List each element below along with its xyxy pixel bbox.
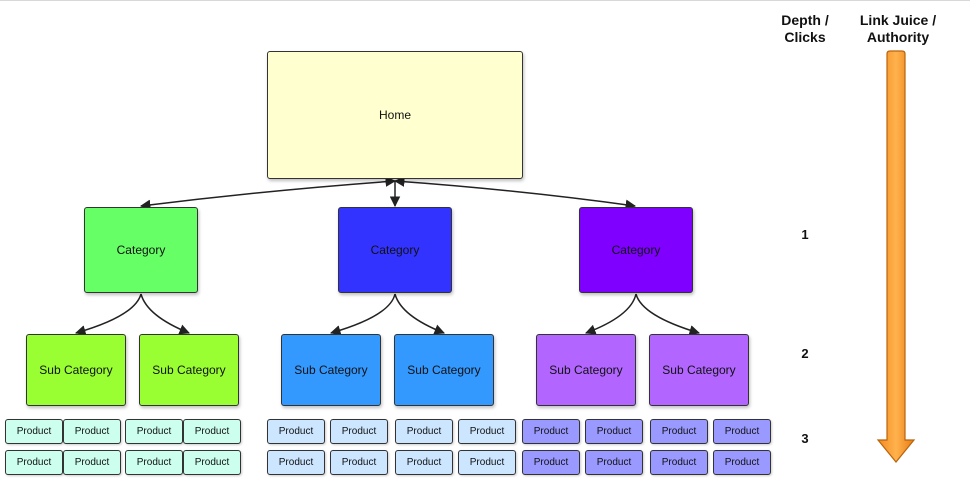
product-node: Product (125, 450, 183, 475)
product-node: Product (650, 450, 708, 475)
subcategory-node-1b: Sub Category (139, 334, 239, 406)
subcategory-node-3b: Sub Category (649, 334, 749, 406)
product-node: Product (458, 419, 516, 444)
subcategory-node-2a: Sub Category (281, 334, 381, 406)
product-node: Product (183, 450, 241, 475)
depth-level-1: 1 (801, 227, 809, 242)
connector-cat1-sub2 (140, 293, 190, 335)
category-node-2: Category (338, 207, 452, 293)
connector-home-cat1 (139, 176, 397, 211)
link-juice-down-arrow-icon (876, 50, 916, 463)
product-node: Product (5, 450, 63, 475)
product-node: Product (5, 419, 63, 444)
top-divider (0, 0, 970, 1)
product-node: Product (125, 419, 183, 444)
product-node: Product (63, 450, 121, 475)
connector-home-cat3 (393, 176, 637, 210)
product-node: Product (522, 450, 580, 475)
category-node-3: Category (579, 207, 693, 293)
product-node: Product (63, 419, 121, 444)
depth-level-2: 2 (801, 346, 809, 361)
subcategory-node-1a: Sub Category (26, 334, 126, 406)
product-node: Product (585, 419, 643, 444)
product-node: Product (713, 419, 771, 444)
home-node: Home (267, 51, 523, 179)
subcategory-node-2b: Sub Category (394, 334, 494, 406)
product-node: Product (585, 450, 643, 475)
connector-cat2-sub2 (394, 293, 445, 335)
product-node: Product (458, 450, 516, 475)
product-node: Product (330, 419, 388, 444)
connector-cat3-sub2 (635, 293, 701, 336)
product-node: Product (522, 419, 580, 444)
product-node: Product (183, 419, 241, 444)
connector-cat2-sub1 (329, 293, 396, 336)
product-node: Product (713, 450, 771, 475)
depth-clicks-header: Depth / Clicks (781, 12, 829, 45)
connector-cat3-sub1 (585, 293, 637, 335)
link-juice-header: Link Juice / Authority (859, 12, 937, 45)
product-node: Product (267, 450, 325, 475)
product-node: Product (267, 419, 325, 444)
product-node: Product (330, 450, 388, 475)
product-node: Product (395, 419, 453, 444)
connector-cat1-sub1 (74, 293, 142, 336)
product-node: Product (395, 450, 453, 475)
category-node-1: Category (84, 207, 198, 293)
subcategory-node-3a: Sub Category (536, 334, 636, 406)
depth-level-3: 3 (801, 431, 809, 446)
product-node: Product (650, 419, 708, 444)
